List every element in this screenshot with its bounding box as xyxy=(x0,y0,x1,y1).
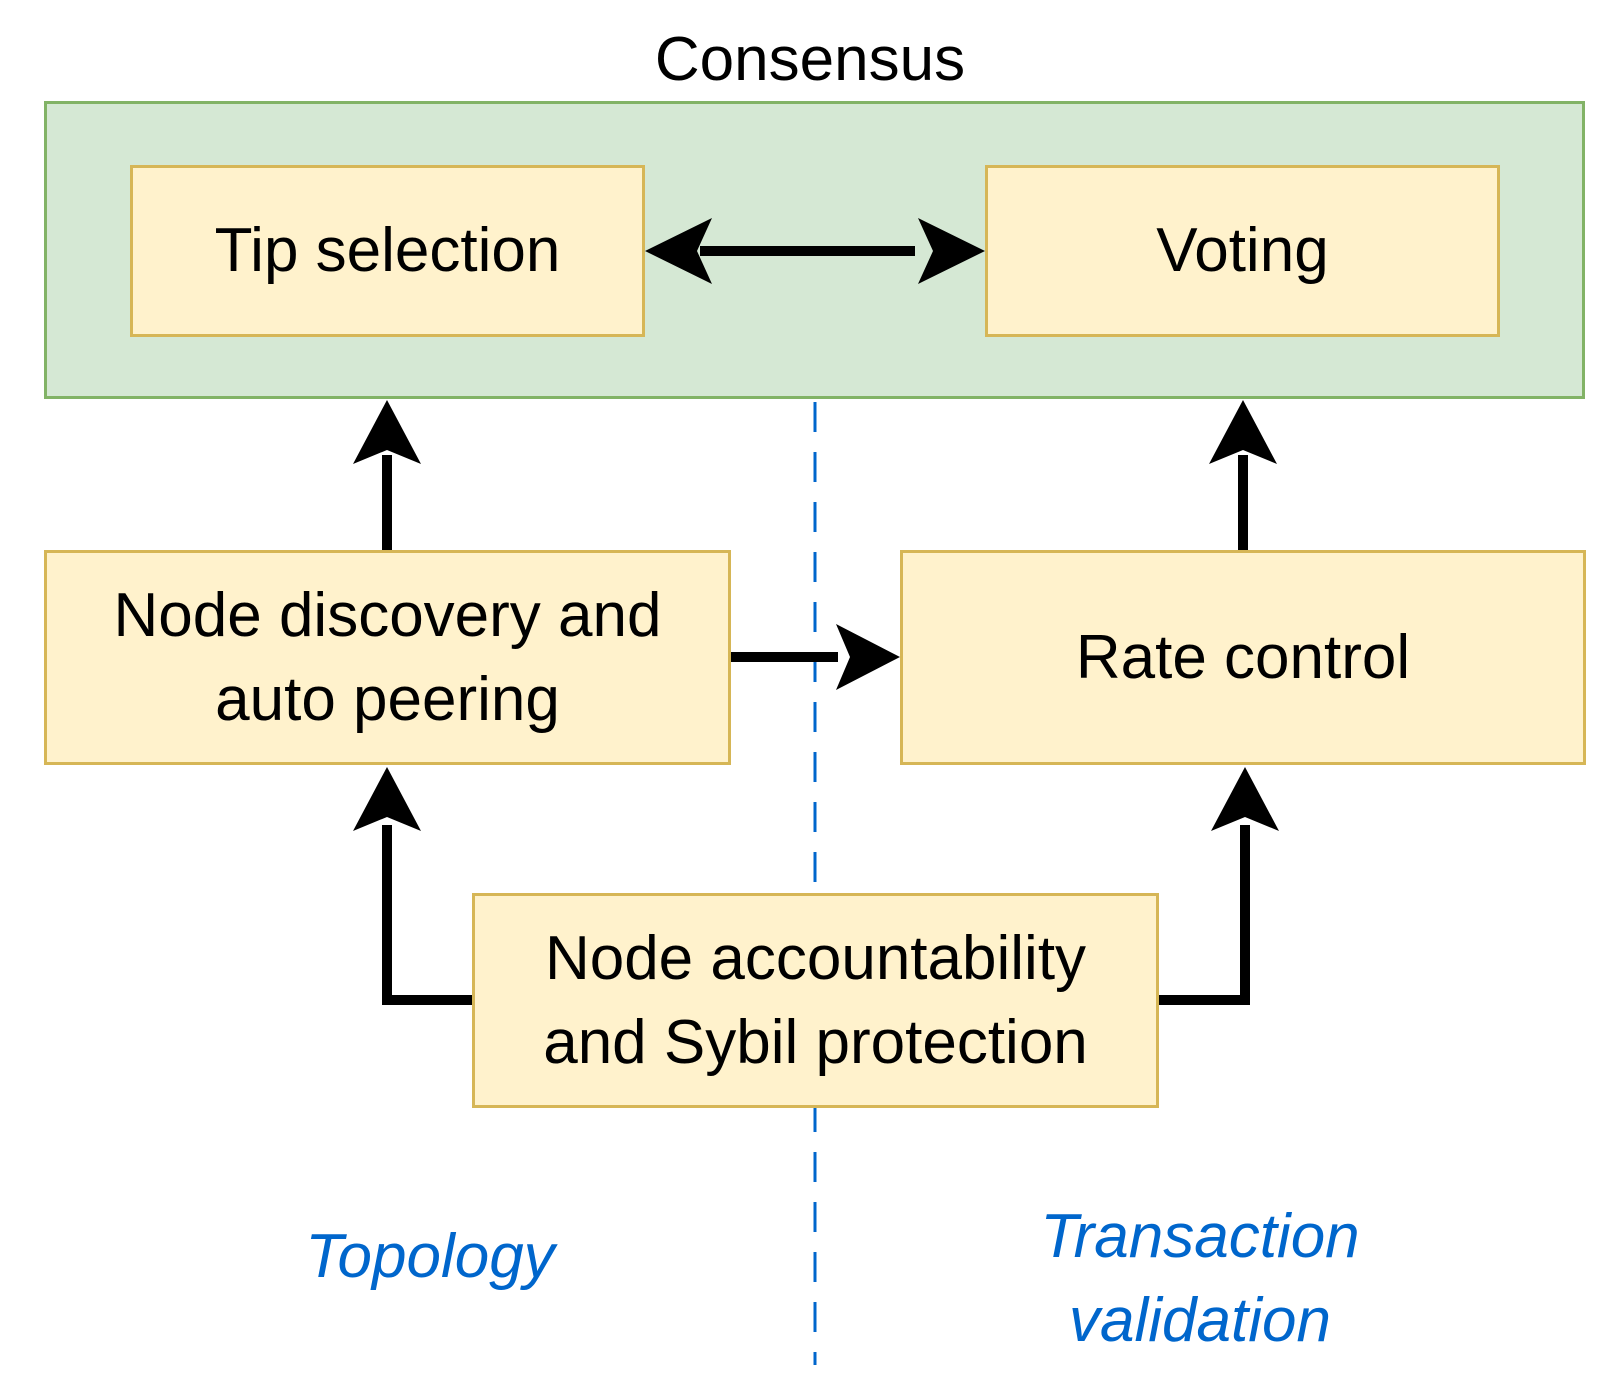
rate-control-label: Rate control xyxy=(1075,622,1411,692)
node-discovery-node: Node discovery and auto peering xyxy=(44,550,731,765)
edge-accountability-discovery xyxy=(382,825,472,1005)
arrowhead-into-rate-from-discovery xyxy=(836,624,900,690)
node-accountability-node: Node accountability and Sybil protection xyxy=(472,893,1159,1108)
voting-label: Voting xyxy=(1156,216,1329,285)
consensus-title: Consensus xyxy=(654,25,966,94)
transaction-validation-line-2: validation xyxy=(1069,1286,1331,1355)
node-discovery-label-line-2: auto peering xyxy=(215,664,560,734)
transaction-validation-line-1: Transaction xyxy=(1040,1202,1360,1271)
arrowhead-into-discovery xyxy=(353,767,421,831)
topology-lane-label: Topology xyxy=(305,1222,555,1291)
node-accountability-label-line-2: and Sybil protection xyxy=(543,1007,1088,1077)
node-discovery-label-line-1: Node discovery and xyxy=(113,580,662,650)
arrowhead-into-tip-from-discovery xyxy=(353,400,421,464)
arrowhead-voting xyxy=(918,218,985,284)
arrowhead-tip-selection xyxy=(645,218,712,284)
rate-control-node: Rate control xyxy=(900,550,1586,765)
tip-selection-node: Tip selection xyxy=(130,165,645,337)
arrowhead-into-voting-from-rate xyxy=(1209,400,1277,464)
arrowhead-into-rate xyxy=(1211,767,1279,831)
tip-selection-label: Tip selection xyxy=(214,216,561,285)
edge-accountability-rate xyxy=(1159,825,1250,1005)
voting-node: Voting xyxy=(985,165,1500,337)
transaction-validation-lane-label: Transaction validation xyxy=(960,1195,1440,1363)
node-accountability-label-line-1: Node accountability xyxy=(544,923,1087,993)
